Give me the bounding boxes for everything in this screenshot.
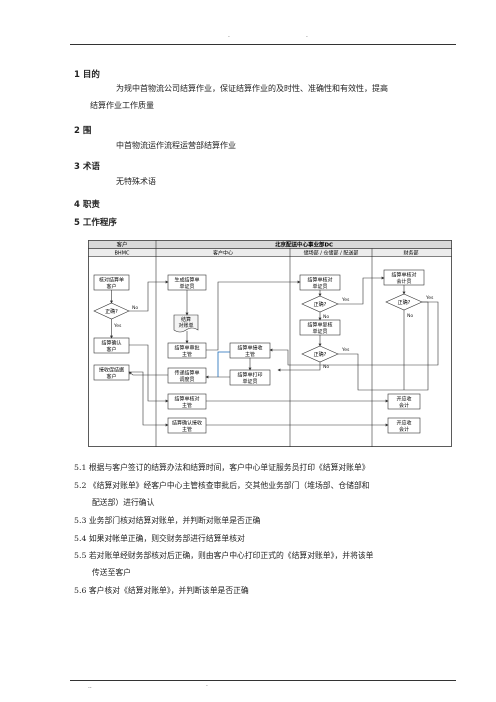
terms-text: 无特殊术语	[116, 177, 156, 186]
section-heading-terms: 3 术语	[74, 162, 100, 172]
section-heading-scope: 2 围	[74, 126, 92, 136]
svg-text:主管: 主管	[182, 351, 192, 358]
step-5-2-cont: 配送部）进行确认	[92, 498, 155, 507]
step-5-2: 5.2 《结算对账单》经客户中心主管核查审批后，交其他业务部门（堆场部、仓储部和	[74, 481, 370, 490]
step-5-5: 5.5 若对账单经财务部核对后正确，则由客户中心打印正式的《结算对账单》，并将该…	[74, 551, 374, 560]
label-yes-4: Yes	[425, 295, 434, 301]
svg-text:主管: 主管	[182, 426, 192, 433]
svg-text:会计: 会计	[399, 402, 409, 409]
svg-text:对账单: 对账单	[178, 322, 193, 329]
svg-text:结算单核对: 结算单核对	[307, 277, 332, 284]
svg-text:传递结算单: 传递结算单	[174, 370, 199, 377]
step-5-1: 5.1 根据与客户签订的结算办法和结算时间，客户中心单证服务员打印《结算对账单》	[74, 463, 370, 472]
svg-text:结算单打印: 结算单打印	[237, 372, 262, 379]
label-no-1: No	[132, 305, 138, 311]
svg-text:客户: 客户	[106, 283, 116, 290]
lane-customer-sub: BHMC	[115, 251, 131, 257]
svg-text:开应收: 开应收	[396, 396, 411, 403]
lane-service-label: 客户中心	[213, 250, 233, 257]
footer-dot-right: ·	[206, 683, 208, 690]
section-heading-duties: 4 职责	[74, 200, 100, 210]
svg-text:核对结算单: 核对结算单	[99, 277, 124, 284]
label-yes-2: Yes	[341, 297, 350, 303]
svg-text:单证员: 单证员	[179, 283, 194, 290]
process-flowchart: 客户 BHMC 北京配送中心事业部DC 客户中心 储场部 / 仓储部 / 配送部…	[88, 240, 452, 447]
svg-text:客户: 客户	[106, 373, 116, 380]
header-rule	[70, 44, 456, 45]
svg-text:正确?: 正确?	[105, 308, 118, 315]
svg-text:主管: 主管	[245, 351, 255, 358]
step-5-6: 5.6 客户核对《结算对账单》，并判断该单是否正确	[74, 586, 249, 595]
svg-text:接收促结据: 接收促结据	[99, 367, 124, 374]
svg-text:结算确认: 结算确认	[101, 340, 121, 347]
step-5-4: 5.4 如果对帐单正确，则交财务部进行结算单核对	[74, 534, 245, 543]
step-5-5-cont: 传送至客户	[92, 568, 131, 577]
svg-text:开应收: 开应收	[396, 420, 411, 427]
document-statement-icon: 结算对账单	[173, 314, 199, 333]
flow-connectors	[110, 276, 439, 427]
svg-text:调度员: 调度员	[179, 376, 194, 383]
decision-labels: No Yes Yes No Yes No Yes No	[113, 295, 434, 370]
svg-text:会计员: 会计员	[396, 278, 411, 285]
section-heading-purpose: 1 目的	[74, 70, 100, 80]
header-dot-left: ·	[228, 34, 230, 41]
svg-text:结算: 结算	[181, 316, 191, 323]
svg-text:会计: 会计	[399, 426, 409, 433]
svg-text:正确?: 正确?	[314, 351, 327, 358]
footer-dot-left: ..	[88, 683, 92, 690]
svg-text:单证员: 单证员	[312, 283, 327, 290]
header-dot-right: ·	[306, 34, 308, 41]
svg-text:单证员: 单证员	[312, 328, 327, 335]
label-no-4: No	[407, 313, 413, 319]
label-yes-3: Yes	[341, 347, 350, 353]
svg-text:结算单复核: 结算单复核	[307, 322, 332, 329]
step-5-3: 5.3 业务部门核对结算对账单，并判断对账单是否正确	[74, 516, 261, 525]
lane-ops-label: 储场部 / 仓储部 / 配送部	[304, 250, 359, 257]
svg-text:结算单接收: 结算单接收	[237, 345, 262, 352]
lane-customer-label: 客户	[116, 241, 127, 249]
svg-text:结算单核对: 结算单核对	[174, 396, 199, 403]
label-yes-1: Yes	[113, 323, 122, 329]
label-no-3: No	[323, 364, 329, 370]
svg-text:主管: 主管	[182, 402, 192, 409]
highlight-connector	[217, 351, 230, 377]
footer-rule	[70, 680, 456, 681]
svg-text:正确?: 正确?	[398, 299, 411, 306]
svg-text:正确?: 正确?	[314, 301, 327, 308]
lane-finance-label: 财务部	[403, 250, 418, 257]
svg-text:生成结算单: 生成结算单	[174, 277, 199, 284]
svg-text:单证员: 单证员	[242, 378, 257, 385]
center-title: 北京配送中心事业部DC	[275, 241, 333, 249]
svg-text:结算单审批: 结算单审批	[174, 345, 199, 352]
svg-text:客户: 客户	[106, 346, 116, 353]
section-heading-procedure: 5 工作程序	[74, 218, 117, 228]
svg-text:结算确认接收: 结算确认接收	[172, 420, 202, 427]
svg-text:结算单核对: 结算单核对	[391, 272, 416, 279]
purpose-text-line2: 结算作业工作质量	[90, 101, 154, 110]
label-no-2: No	[323, 314, 329, 320]
scope-text: 中首物流运作流程运营部结算作业	[116, 141, 236, 150]
purpose-text-line1: 为规中首物流公司结算作业，保证结算作业的及时性、准确性和有效性，提高	[116, 84, 388, 93]
